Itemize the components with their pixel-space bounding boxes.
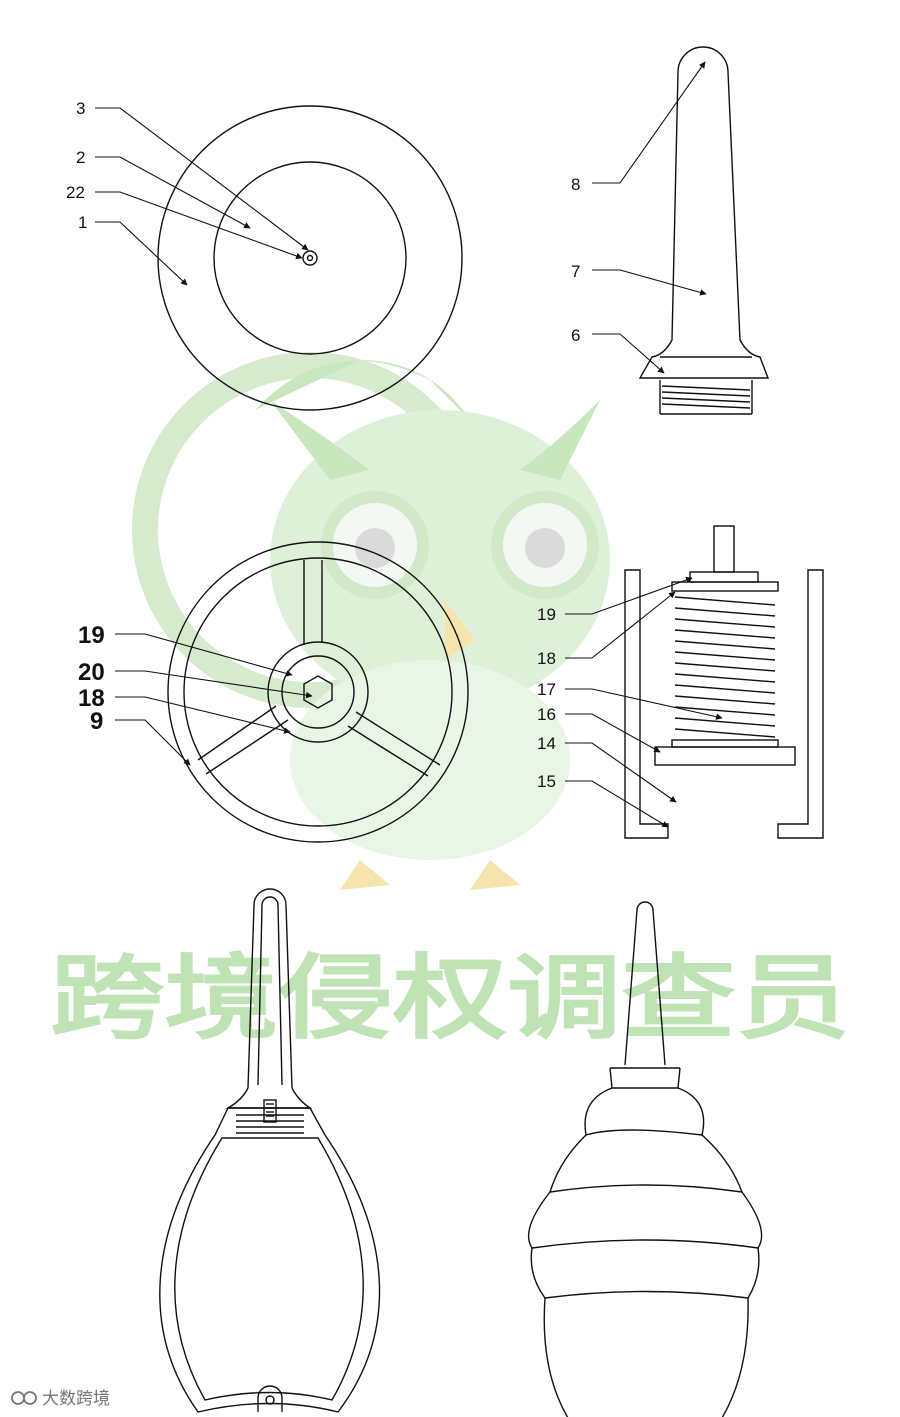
label-17: 17 <box>537 680 556 699</box>
label-18-valve: 18 <box>537 649 556 668</box>
figure-nozzle <box>638 46 770 415</box>
figure-spoke-wheel <box>167 541 469 843</box>
label-7: 7 <box>571 262 580 281</box>
label-3: 3 <box>76 99 85 118</box>
label-22: 22 <box>66 183 85 202</box>
label-9: 9 <box>90 708 103 735</box>
label-18-wheel: 18 <box>78 685 105 712</box>
corner-mark-text: 大数跨境 <box>42 1389 110 1409</box>
figure-bulb-cross-section <box>159 888 381 1413</box>
label-19-wheel: 19 <box>78 622 105 649</box>
label-2: 2 <box>76 148 85 167</box>
infinity-logo-icon <box>11 1391 37 1405</box>
label-6: 6 <box>571 326 580 345</box>
figure-spring-valve <box>624 525 824 839</box>
label-20: 20 <box>78 659 105 686</box>
leaders-middle-left <box>115 633 313 766</box>
leaders-top-left <box>95 107 309 286</box>
figure-bulb-exterior <box>527 901 763 1417</box>
label-15: 15 <box>537 772 556 791</box>
inner-disc-2 <box>213 161 407 355</box>
watermark-text: 跨境侵权调查员 <box>50 945 850 1052</box>
watermark-owl-icon <box>132 352 610 890</box>
leaders-top-right <box>592 61 707 374</box>
leaders-middle-right <box>565 576 723 828</box>
label-14: 14 <box>537 734 556 753</box>
label-16: 16 <box>537 705 556 724</box>
label-19-valve: 19 <box>537 605 556 624</box>
label-8: 8 <box>571 175 580 194</box>
center-hole-22 <box>302 250 318 266</box>
label-1: 1 <box>78 213 87 232</box>
